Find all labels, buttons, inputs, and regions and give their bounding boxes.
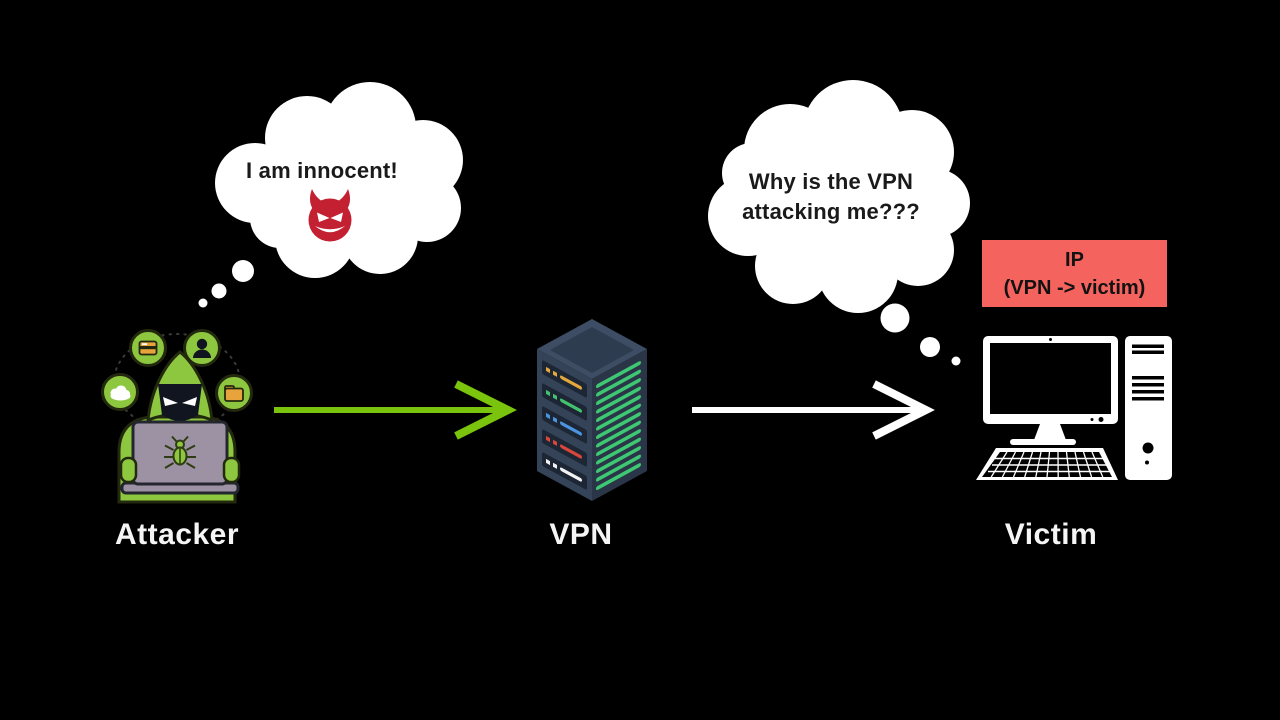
cloud-shape — [198, 82, 463, 308]
attacker-label: Attacker — [114, 518, 240, 551]
thought-trail-dot — [880, 303, 910, 333]
tower-case — [1125, 336, 1172, 480]
hacker-eye-left — [163, 397, 178, 406]
attacker-hacker-icon — [101, 329, 253, 504]
cloud-shape — [708, 80, 970, 366]
vpn-label: VPN — [549, 518, 613, 551]
server-vents — [596, 361, 641, 491]
thought-trail-dot — [951, 356, 961, 366]
bug-icon — [164, 435, 196, 469]
devil-eye-left — [317, 212, 330, 222]
monitor — [983, 336, 1118, 445]
keyboard — [976, 448, 1118, 480]
victim-thought-text: Why is the VPN attacking me??? — [731, 167, 931, 227]
cloud-badge-icon — [101, 373, 139, 411]
devil-face — [308, 198, 352, 242]
monitor-screen — [990, 343, 1111, 414]
vpn-to-victim-arrow — [692, 380, 935, 440]
victim-thought-line1: Why is the VPN — [748, 169, 914, 194]
ip-box-line2: (VPN -> victim) — [1003, 276, 1146, 299]
webcam-dot — [1049, 338, 1052, 341]
thought-trail-dot — [211, 283, 227, 299]
thought-trail-dot — [920, 337, 940, 357]
ip-annotation-box: IP (VPN -> victim) — [982, 240, 1167, 307]
attacker-to-vpn-arrow — [274, 380, 517, 440]
vpn-server-icon — [537, 319, 647, 501]
server-top-inset — [550, 327, 634, 373]
victim-thought-line2: attacking me??? — [742, 199, 920, 224]
victim-thought-bubble-icon — [708, 80, 970, 366]
power-button — [1142, 442, 1154, 454]
monitor-stand-base — [1010, 439, 1076, 445]
devil-smile — [315, 226, 345, 233]
victim-computer-icon — [976, 336, 1172, 480]
hacker-eye-right — [182, 397, 197, 406]
arrowhead — [454, 380, 517, 440]
credit-card-badge-icon — [129, 329, 167, 367]
hand-right — [222, 456, 241, 484]
hacker-face — [158, 384, 202, 421]
devil-eye-right — [330, 212, 343, 222]
victim-label: Victim — [1004, 518, 1098, 551]
monitor-stand-neck — [1034, 424, 1066, 440]
attacker-thought-text: I am innocent! — [246, 158, 398, 183]
attacker-thought-bubble-icon — [198, 82, 463, 308]
arrowhead — [872, 380, 935, 440]
thought-trail-dot — [232, 260, 254, 282]
ip-box-line1: IP — [1065, 248, 1084, 271]
devil-face-icon — [308, 189, 352, 242]
server-led-slots — [542, 360, 587, 490]
person-badge-icon — [183, 329, 221, 367]
folder-badge-icon — [215, 374, 253, 412]
hand-left — [119, 456, 138, 484]
thought-trail-dot — [198, 298, 208, 308]
